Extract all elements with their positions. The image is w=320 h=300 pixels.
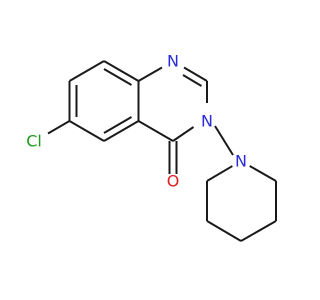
bond-n1-c2-inner — [182, 74, 203, 87]
atom-nitrogen-n1: N — [167, 52, 179, 71]
bond-npip-cpip2 — [249, 165, 277, 182]
bond-c5-c6 — [68, 120, 105, 142]
bond-n1-c2 — [183, 66, 208, 82]
bond-c4-c4a — [137, 120, 174, 142]
molecule-structure: Cl N N N O — [26, 52, 277, 242]
bond-n3-c4 — [172, 126, 195, 142]
atom-chlorine: Cl — [26, 132, 42, 151]
bond-c7-c8 — [68, 60, 105, 82]
bond-c8-c8a — [103, 60, 140, 82]
bond-c4a-c5-inner — [103, 116, 133, 134]
bond-c5-cl — [47, 120, 71, 135]
atom-oxygen: O — [167, 172, 180, 191]
bond-c4a-c5 — [103, 120, 140, 142]
bond-n3-npip — [214, 125, 234, 156]
atom-nitrogen-n3: N — [201, 112, 213, 131]
atom-nitrogen-piperidine: N — [235, 152, 247, 171]
bond-c8a-n1 — [138, 66, 163, 82]
bond-c8-c8a-inner — [103, 68, 133, 86]
bond-cpip3-cpip4 — [240, 220, 277, 242]
bond-npip-cpip6 — [206, 165, 233, 182]
bond-cpip5-cpip4b — [206, 220, 242, 242]
